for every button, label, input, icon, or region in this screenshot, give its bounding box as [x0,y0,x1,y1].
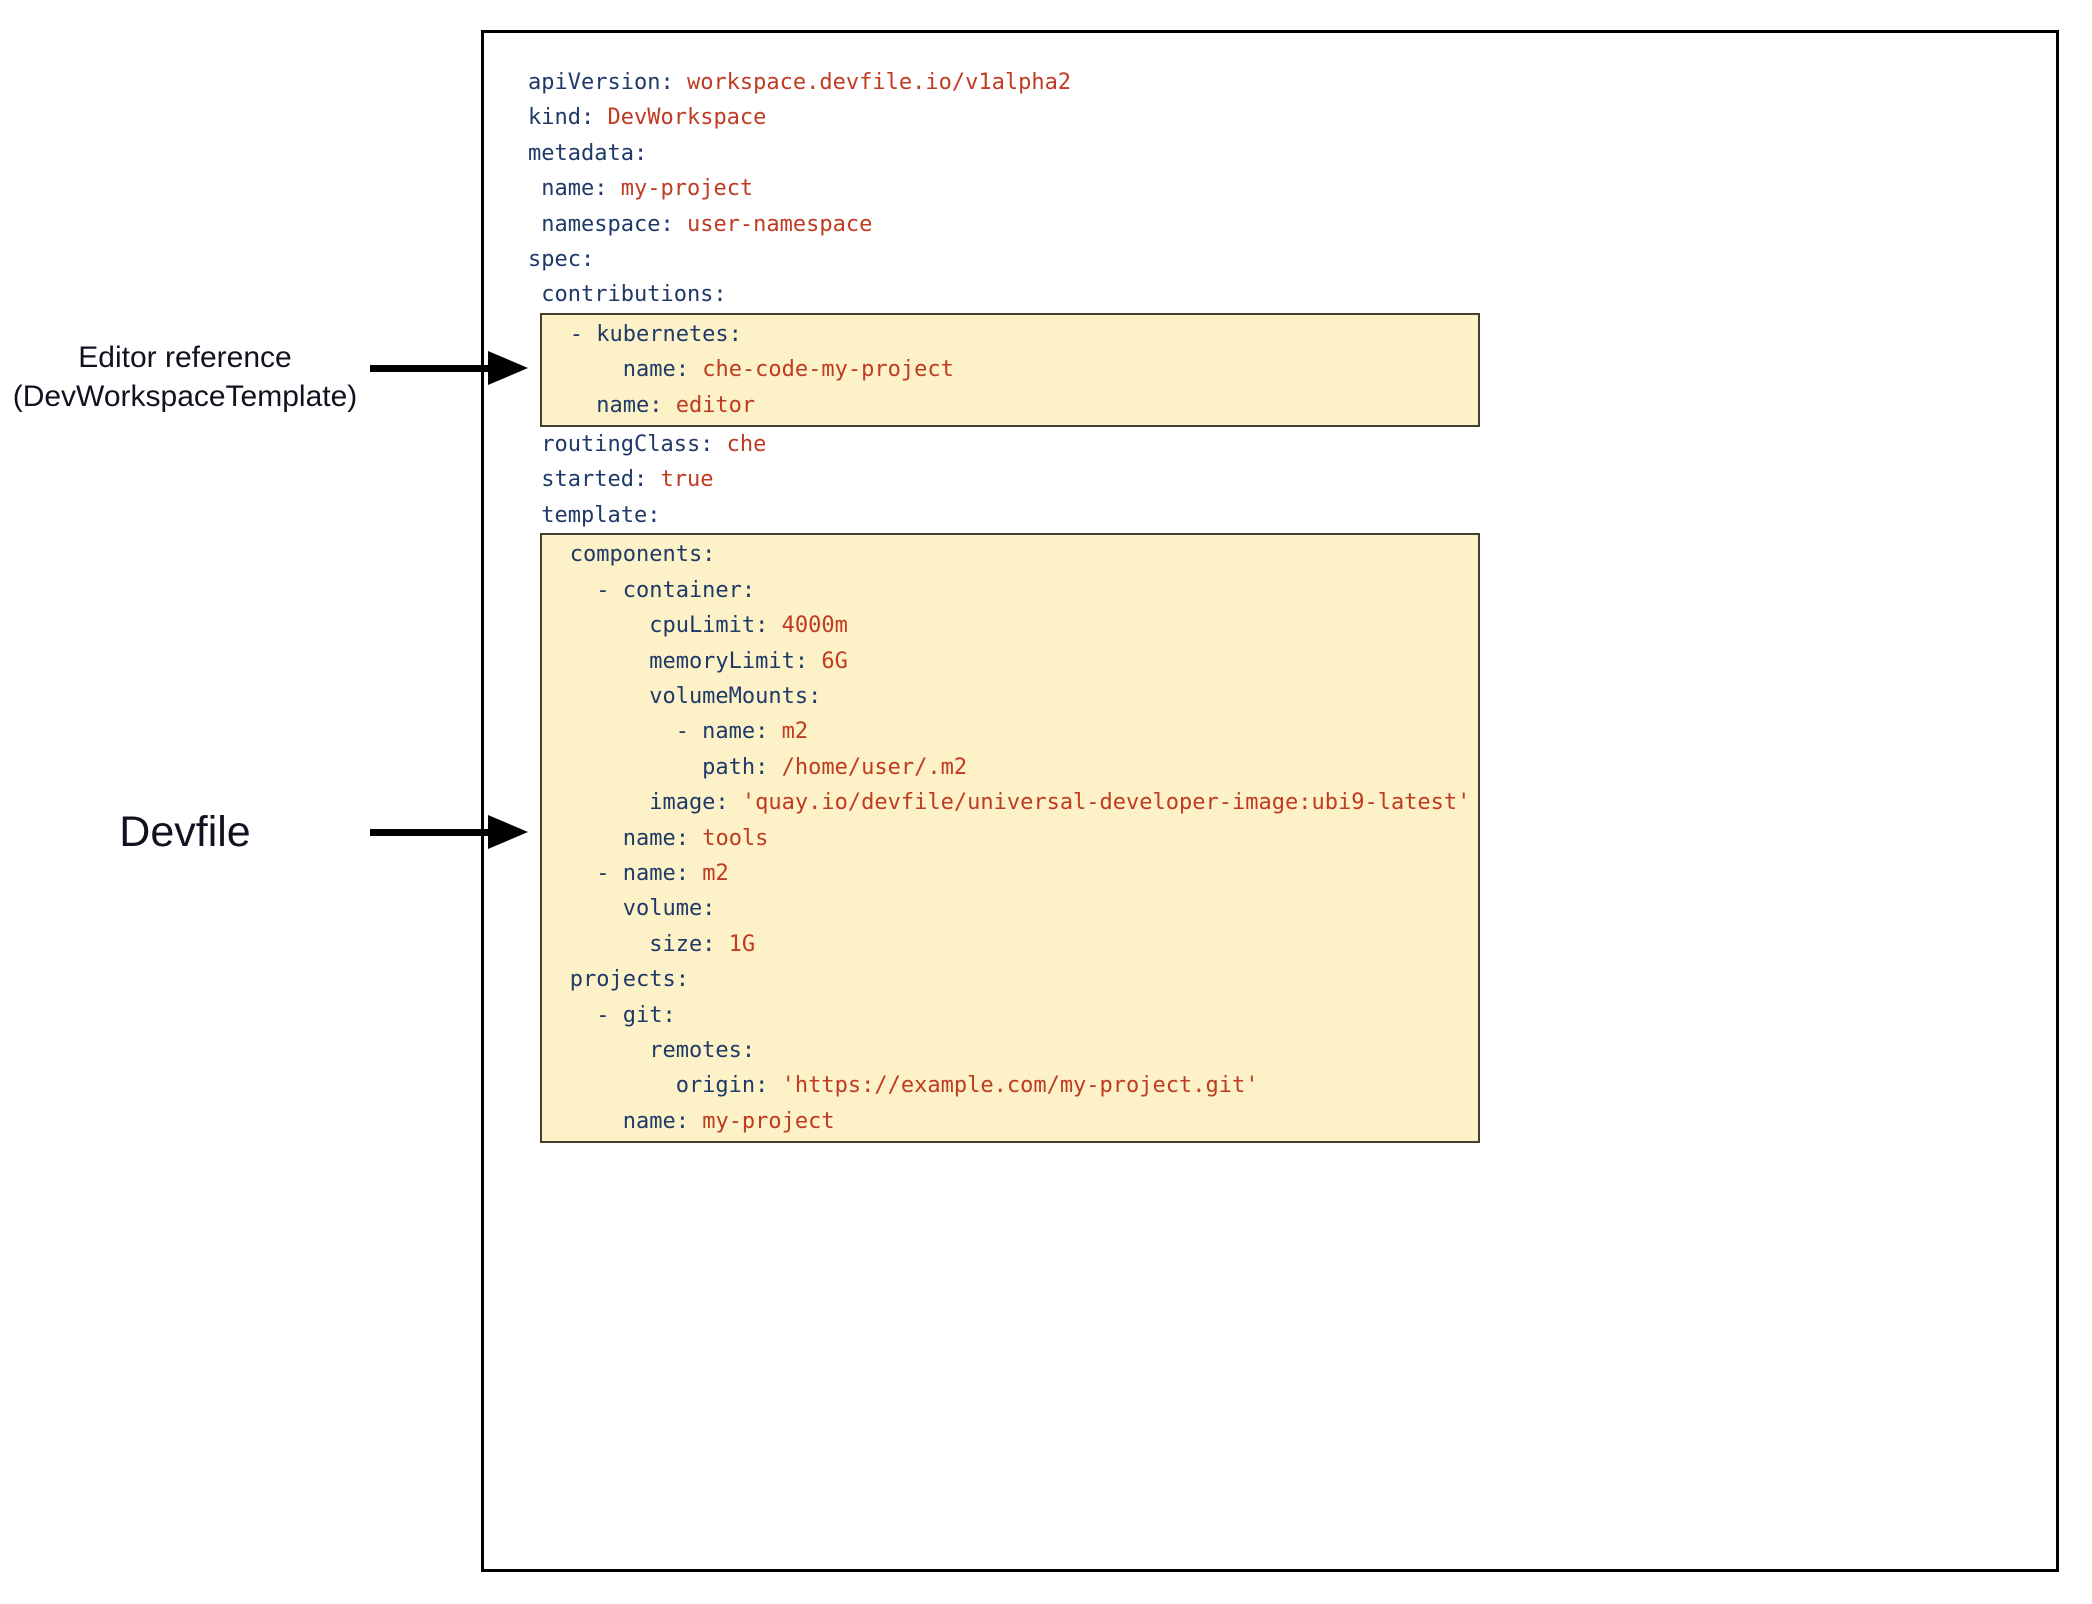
yaml-value: m2 [768,719,809,745]
yaml-key: name: [530,392,663,418]
yaml-line: image: 'quay.io/devfile/universal-develo… [530,785,1478,820]
yaml-value: user-namespace [673,211,873,237]
yaml-line: volume: [530,891,1478,926]
yaml-line: routingClass: che [528,427,1480,462]
yaml-key: namespace: [528,211,674,237]
yaml-line: template: [528,498,1480,533]
yaml-spec-group: routingClass: che started: true template… [528,427,1480,533]
yaml-line: - name: m2 [530,714,1478,749]
yaml-key: apiVersion: [528,70,674,95]
yaml-key: routingClass: [528,432,714,458]
editor-reference-label: Editor reference (DevWorkspaceTemplate) [0,338,370,416]
yaml-line: spec: [528,242,1480,277]
editor-reference-label-line1: Editor reference [78,341,292,374]
yaml-line: remotes: [530,1033,1478,1068]
yaml-key: volume: [530,896,716,922]
arrow-line [370,828,488,836]
yaml-line: - git: [530,998,1478,1033]
yaml-value: 'https://example.com/my-project.git' [768,1073,1259,1099]
yaml-key: name: [530,1108,689,1134]
yaml-key: components: [530,542,716,568]
yaml-value: my-project [688,1108,835,1134]
editor-reference-label-line2: (DevWorkspaceTemplate) [12,380,358,413]
yaml-key: - name: [530,719,769,745]
devfile-box: components: - container: cpuLimit: 4000m… [540,533,1480,1144]
devworkspace-yaml-box: apiVersion: workspace.devfile.io/v1alpha… [481,30,2059,1572]
yaml-key: template: [528,502,661,528]
devfile-arrow [370,815,528,849]
yaml-value: 4000m [768,613,848,639]
yaml-key: started: [528,467,648,493]
yaml-value: 1G [715,931,756,957]
yaml-key: memoryLimit: [530,648,809,674]
arrow-line [370,364,488,372]
yaml-key: projects: [530,967,689,993]
yaml-line: origin: 'https://example.com/my-project.… [530,1068,1478,1103]
yaml-line: name: editor [530,388,1478,423]
yaml-line: kind: DevWorkspace [528,100,1480,135]
yaml-line: - name: m2 [530,856,1478,891]
yaml-line: volumeMounts: [530,679,1478,714]
yaml-value: che-code-my-project [688,357,954,383]
yaml-line: contributions: [528,277,1480,312]
yaml-key: name: [530,825,689,851]
yaml-key: cpuLimit: [530,613,769,639]
yaml-value: 'quay.io/devfile/universal-developer-ima… [728,790,1471,816]
yaml-line: cpuLimit: 4000m [530,608,1478,643]
yaml-line: projects: [530,962,1478,997]
yaml-line: name: my-project [528,171,1480,206]
editor-reference-box: - kubernetes: name: che-code-my-project … [540,312,1480,428]
yaml-value: true [647,467,714,493]
yaml-value: DevWorkspace [594,105,767,131]
yaml-line: apiVersion: workspace.devfile.io/v1alpha… [528,65,1480,100]
yaml-value: 6G [808,648,848,674]
yaml-value: editor [662,392,756,418]
yaml-key: - git: [530,1002,676,1028]
yaml-value: /home/user/.m2 [768,754,968,780]
yaml-line: - container: [530,573,1478,608]
yaml-line: started: true [528,462,1480,497]
yaml-line: components: [530,537,1478,572]
yaml-line: memoryLimit: 6G [530,644,1478,679]
yaml-key: metadata: [528,140,648,166]
yaml-key: volumeMounts: [530,683,822,709]
yaml-value: my-project [607,176,754,202]
yaml-key: path: [530,754,769,780]
yaml-line: size: 1G [530,927,1478,962]
yaml-key: kind: [528,105,595,131]
yaml-key: size: [530,931,716,957]
yaml-line: name: my-project [530,1104,1478,1139]
yaml-key: image: [530,790,729,816]
yaml-line: path: /home/user/.m2 [530,750,1478,785]
yaml-value: che [713,432,767,458]
yaml-line: metadata: [528,136,1480,171]
yaml-line: name: tools [530,821,1478,856]
arrow-right-head-icon [488,815,528,849]
yaml-value: m2 [688,860,729,886]
yaml-value: workspace.devfile.io/v1alpha2 [673,70,1072,95]
yaml-header-group: apiVersion: workspace.devfile.io/v1alpha… [528,65,1480,313]
arrow-right-head-icon [488,351,528,385]
yaml-line: name: che-code-my-project [530,352,1478,387]
yaml-key: contributions: [528,282,727,308]
yaml-key: name: [528,176,608,202]
devfile-label: Devfile [0,806,370,858]
yaml-key: - kubernetes: [530,321,742,347]
yaml-key: - name: [530,860,689,886]
yaml-key: spec: [528,247,595,273]
yaml-key: remotes: [530,1037,756,1063]
yaml-line: - kubernetes: [530,317,1478,352]
yaml-key: - container: [530,577,756,603]
yaml-line: namespace: user-namespace [528,207,1480,242]
yaml-value: tools [688,825,769,851]
yaml-key: origin: [530,1073,769,1099]
yaml-code: apiVersion: workspace.devfile.io/v1alpha… [528,65,1480,1144]
devfile-label-text: Devfile [119,808,251,856]
yaml-key: name: [530,357,689,383]
editor-reference-arrow [370,351,528,385]
